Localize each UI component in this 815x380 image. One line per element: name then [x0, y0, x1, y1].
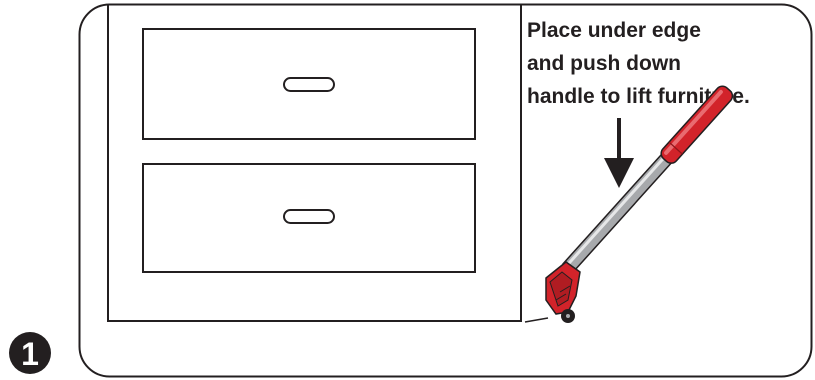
drawer-handle — [283, 209, 335, 224]
drawer-bottom — [142, 163, 476, 273]
lifter-head — [545, 261, 581, 323]
down-arrow-icon — [604, 118, 634, 188]
drawer-top — [142, 28, 476, 140]
instruction-line-3: handle to lift furniture. — [527, 85, 750, 108]
lifter-grip — [660, 85, 734, 164]
furniture-lifter-tool-icon — [524, 85, 734, 323]
floor-line — [524, 317, 549, 323]
drawer-handle — [283, 77, 335, 92]
instruction-line-2: and push down — [527, 52, 681, 75]
instruction-line-1: Place under edge — [527, 19, 701, 42]
dresser — [107, 4, 522, 322]
step-number: 1 — [21, 336, 39, 372]
step-number-badge: 1 — [9, 332, 51, 374]
instruction-text: Place under edge and push down handle to… — [527, 19, 750, 108]
dresser-body — [107, 4, 522, 322]
